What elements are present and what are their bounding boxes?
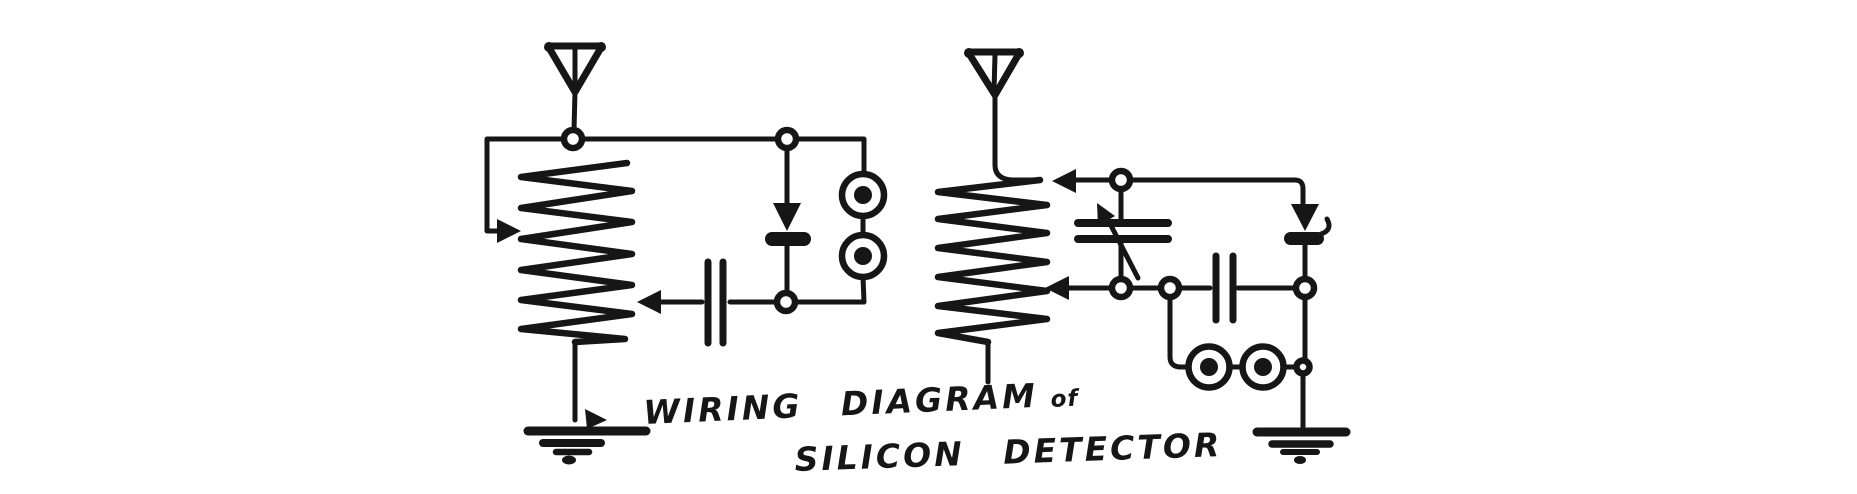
tap-arrow-right [637,290,661,314]
junction-node [560,126,586,152]
phones-icon [1185,343,1287,391]
junction-node [1292,275,1318,301]
left-circuit-wires [484,136,867,423]
antenna-lead [571,89,578,133]
phones-icon [838,170,888,281]
caption-line1-suffix: of [1050,385,1081,413]
junction-node [1108,275,1134,301]
tap-arrow-left [497,219,521,243]
junction-node [773,289,799,315]
antenna-icon [964,48,1043,183]
junction-node [774,126,800,152]
caption: WIRING DIAGRAM of SILICON DETECTOR [643,376,1223,479]
right-circuit [934,48,1351,464]
tuning-coil [517,159,636,346]
right-circuit-wires [985,177,1308,431]
tap-arrow-top [1052,169,1076,193]
ground-icon [523,409,651,465]
junction-node [1293,357,1313,377]
left-circuit [484,42,888,465]
variable-capacitor-icon [1074,203,1172,243]
capacitor-icon [704,258,727,347]
junction-node [1157,275,1183,301]
silicon-detector-icon [1284,204,1332,245]
antenna-lead [992,92,1043,183]
junction-node [1108,167,1134,193]
tuning-coil [934,176,1051,346]
caption-line1: WIRING DIAGRAM [643,376,1039,432]
antenna-icon [544,42,606,133]
caption-line2: SILICON DETECTOR [794,425,1223,479]
capacitor-icon [1212,252,1237,324]
ground-icon [1252,427,1351,464]
tap-arrow-bottom [1045,276,1069,300]
silicon-detector-icon [765,203,811,246]
